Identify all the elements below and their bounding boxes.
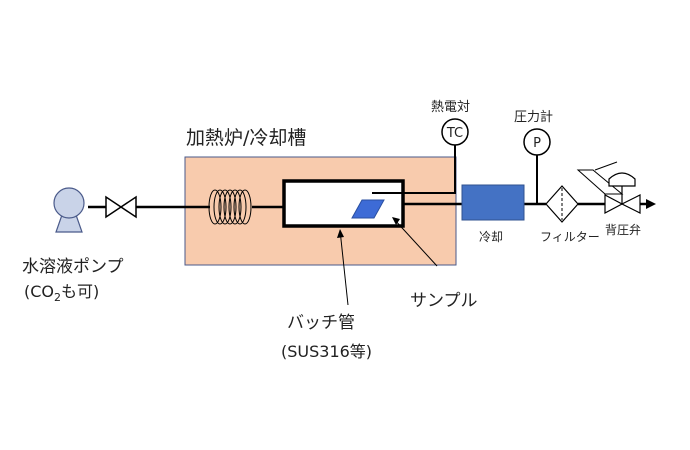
batch-tube-leader-arrow: [337, 229, 344, 238]
valve-icon: [105, 195, 137, 219]
thermocouple-label: 熱電対: [431, 100, 470, 115]
filter-label: フィルター: [540, 230, 600, 244]
thermocouple-icon: [441, 118, 469, 146]
batch-tube-label: バッチ管: [287, 313, 355, 333]
coil-icon: [208, 189, 252, 225]
batch-tube: [282, 179, 405, 228]
tc-symbol: TC: [446, 126, 463, 141]
sample-label: サンプル: [410, 291, 478, 311]
pressure-gauge-icon: [523, 128, 551, 156]
furnace-label: 加熱炉/冷却槽: [186, 127, 306, 149]
pump-icon: [53, 187, 85, 233]
sample-piece: [351, 199, 385, 219]
pump-sublabel: (CO2も可): [24, 282, 99, 304]
filter-icon: [545, 185, 579, 223]
batch-tube-sublabel: (SUS316等): [281, 342, 372, 361]
back-pressure-valve-label: 背圧弁: [605, 222, 641, 237]
cooler-icon: [461, 184, 525, 221]
sample-leader-arrow: [392, 217, 400, 225]
pump-label: 水溶液ポンプ: [22, 257, 124, 277]
p-symbol: P: [533, 136, 541, 151]
flow-arrow-icon: [646, 199, 656, 209]
batch-tube-leader: [339, 229, 349, 306]
pressure-gauge-label: 圧力計: [514, 109, 553, 125]
thermocouple-wire: [372, 142, 456, 194]
sample-leader: [392, 217, 438, 267]
back-pressure-valve-icon: [576, 161, 641, 214]
cooler-label: 冷却: [479, 230, 503, 244]
